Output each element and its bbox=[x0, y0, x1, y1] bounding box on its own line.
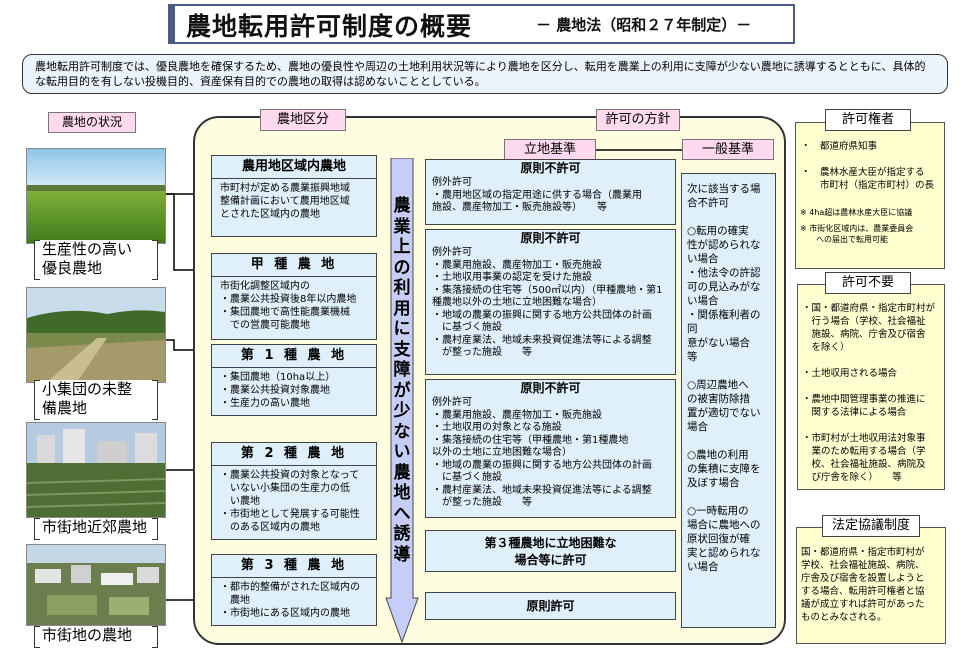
category-body: ・都市的整備がされた区域内の 農地 ・市街地にある区域内の農地 bbox=[220, 582, 360, 619]
photo-caption-3: 市街地近郊農地 bbox=[34, 518, 158, 540]
page-title: 農地転用許可制度の概要 bbox=[186, 12, 473, 41]
general-criteria-header: 一般基準 bbox=[682, 139, 774, 160]
permit-authority-text: ・ 都道府県知事 ・ 農林水産大臣が指定する 市町村（指定市町村）の長 bbox=[801, 141, 935, 191]
permit-authority-header: 許可権者 bbox=[825, 109, 911, 131]
status-header: 農地の状況 bbox=[48, 112, 136, 133]
small-field-photo bbox=[26, 287, 166, 383]
policy-dai2-bottom: 第３種農地に立地困難な 場合等に許可 bbox=[425, 530, 676, 572]
category-dai3: 第 3 種 農 地 ・都市的整備がされた区域内の 農地 ・市街地にある区域内の農… bbox=[211, 554, 377, 626]
criteria-divider bbox=[596, 149, 682, 151]
category-title: 第 2 種 農 地 bbox=[212, 443, 376, 466]
policy-header: 許可の方針 bbox=[596, 109, 680, 131]
suburban-farmland-photo bbox=[26, 422, 166, 518]
page-subtitle: － 農地法（昭和２７年制定）－ bbox=[536, 16, 752, 34]
guidance-arrow-label: 農業上の利用に支障が少ない農地へ誘導 bbox=[393, 196, 411, 565]
policy-kou-dai1: 原則不許可 例外許可 ・農業用施設、農産物加工・販売施設 ・土地収用事業の認定を… bbox=[425, 229, 676, 375]
policy-nouyouchi: 原則不許可 例外許可 ・農用地区域の指定用途に供する場合（農業用 施設、農産物加… bbox=[425, 159, 676, 225]
no-permit-header: 許可不要 bbox=[825, 272, 911, 294]
category-dai2: 第 2 種 農 地 ・農業公共投資の対象となって いない小集団の生産力の低 い農… bbox=[211, 442, 377, 540]
photo-caption-4: 市街地の農地 bbox=[34, 626, 158, 648]
photo-caption-1: 生産性の高い 優良農地 bbox=[34, 240, 158, 280]
intro-text: 農地転用許可制度では、優良農地を確保するため、農地の優良性や周辺の土地利用状況等… bbox=[22, 54, 948, 94]
general-criteria-box: 次に該当する場 合不許可 ○転用の確実 性が認められな い場合 ・他法令の許認 … bbox=[681, 173, 776, 628]
category-nouyouchi: 農用地区域内農地 市町村が定める農業振興地域 整備計画において農用地区域 とされ… bbox=[211, 155, 377, 237]
category-title: 第 1 種 農 地 bbox=[212, 345, 376, 368]
policy-dai3: 原則許可 bbox=[425, 592, 676, 620]
location-criteria-header: 立地基準 bbox=[504, 139, 596, 160]
category-body: ・農業公共投資の対象となって いない小集団の生産力の低 い農地 ・市街地として発… bbox=[220, 470, 360, 533]
policy-dai2-top: 原則不許可 例外許可 ・農業用施設、農産物加工・販売施設 ・土地収用の対象となる… bbox=[425, 379, 676, 518]
policy-head: 原則許可 bbox=[526, 599, 575, 613]
category-title: 甲 種 農 地 bbox=[212, 254, 376, 277]
category-body: 市街化調整区域内の ・農業公共投資後8年以内農地 ・集団農地で高性能農業機械 で… bbox=[220, 281, 357, 331]
no-permit-box bbox=[797, 284, 945, 490]
policy-text: 例外許可 ・農業用施設、農産物加工・販売施設 ・土地収用事業の認定を受けた施設 … bbox=[432, 247, 663, 358]
policy-head: 原則不許可 bbox=[520, 161, 581, 175]
statutory-consult-text: 国・都道府県・指定市町村が 学校、社会福祉施設、病院、 庁舎及び宿舎を設置しよう… bbox=[801, 547, 925, 623]
photo-caption-2: 小集団の未整 備農地 bbox=[34, 380, 158, 420]
policy-head: 原則不許可 bbox=[520, 231, 581, 245]
category-title: 農用地区域内農地 bbox=[212, 156, 376, 179]
policy-head: 原則不許可 bbox=[520, 381, 581, 395]
category-dai1: 第 1 種 農 地 ・集団農地（10ha以上） ・農業公共投資対象農地 ・生産力… bbox=[211, 344, 377, 416]
no-permit-text: ・国・都道府県・指定市町村が 行う場合（学校、社会福祉 施設、病院、庁舎及び宿舎… bbox=[802, 303, 936, 483]
category-body: 市町村が定める農業振興地域 整備計画において農用地区域 とされた区域内の農地 bbox=[220, 183, 350, 220]
policy-text: 例外許可 ・農用地区域の指定用途に供する場合（農業用 施設、農産物加工・販売施設… bbox=[432, 177, 642, 213]
urban-farmland-photo bbox=[26, 544, 166, 626]
category-title: 第 3 種 農 地 bbox=[212, 555, 376, 578]
statutory-consult-header: 法定協議制度 bbox=[822, 515, 920, 537]
category-kou: 甲 種 農 地 市街化調整区域内の ・農業公共投資後8年以内農地 ・集団農地で高… bbox=[211, 253, 377, 340]
permit-authority-box bbox=[795, 122, 945, 269]
policy-text: 例外許可 ・農業用施設、農産物加工・販売施設 ・土地収用の対象となる施設 ・集落… bbox=[432, 397, 652, 508]
permit-authority-note-2: ※ 市街化区域内は、農業委員会 への届出で転用可能 bbox=[800, 224, 914, 244]
guidance-arrow bbox=[385, 158, 419, 644]
category-body: ・集団農地（10ha以上） ・農業公共投資対象農地 ・生産力の高い農地 bbox=[220, 372, 336, 409]
permit-authority-note-1: ※ 4ha超は農林水産大臣に協議 bbox=[800, 208, 913, 217]
policy-head: 第３種農地に立地困難な 場合等に許可 bbox=[484, 536, 617, 567]
zone-header: 農地区分 bbox=[260, 109, 346, 131]
statutory-consult-box bbox=[796, 527, 946, 644]
rice-field-photo bbox=[26, 148, 166, 244]
title-bar bbox=[168, 4, 795, 44]
